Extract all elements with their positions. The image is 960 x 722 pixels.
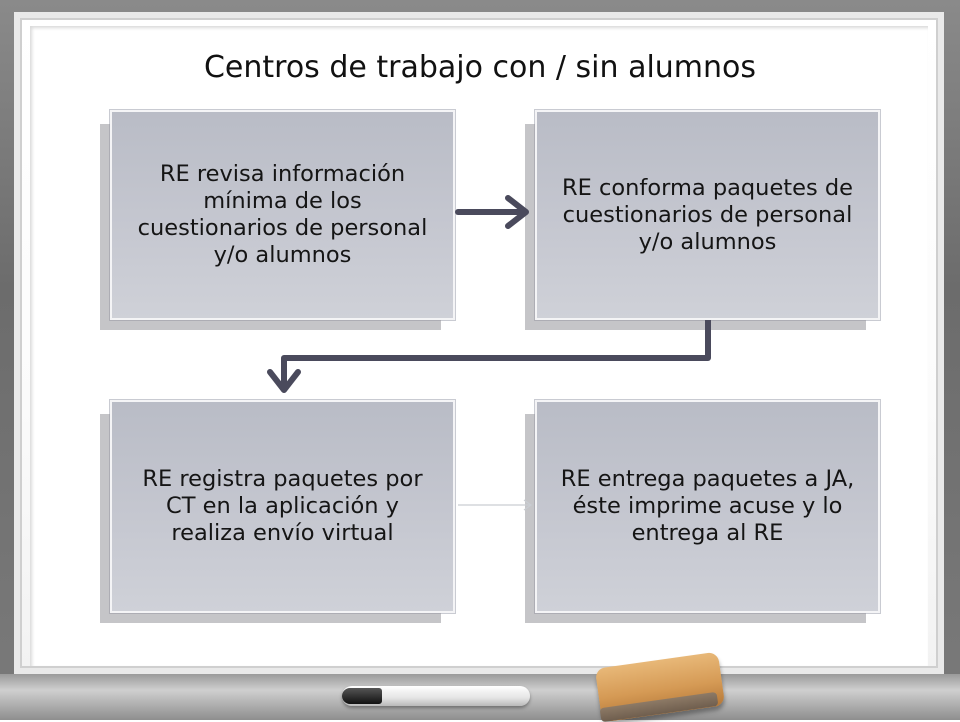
step-2-text: RE conforma paquetes de cuestionarios de… [562,174,853,255]
step-4-text: RE entrega paquetes a JA, éste imprime a… [560,466,855,546]
diagram-title: Centros de trabajo con / sin alumnos [203,50,757,85]
step-box-1: RE revisa información mínima de los cues… [110,110,455,320]
step-box-3: RE registra paquetes por CT en la aplica… [110,400,455,613]
step-box-2: RE conforma paquetes de cuestionarios de… [535,110,880,320]
step-1-text: RE revisa información mínima de los cues… [137,161,428,268]
marker-icon [342,686,530,706]
step-3-text: RE registra paquetes por CT en la aplica… [142,466,423,546]
marker-cap [342,688,382,704]
step-box-4: RE entrega paquetes a JA, éste imprime a… [535,400,880,613]
